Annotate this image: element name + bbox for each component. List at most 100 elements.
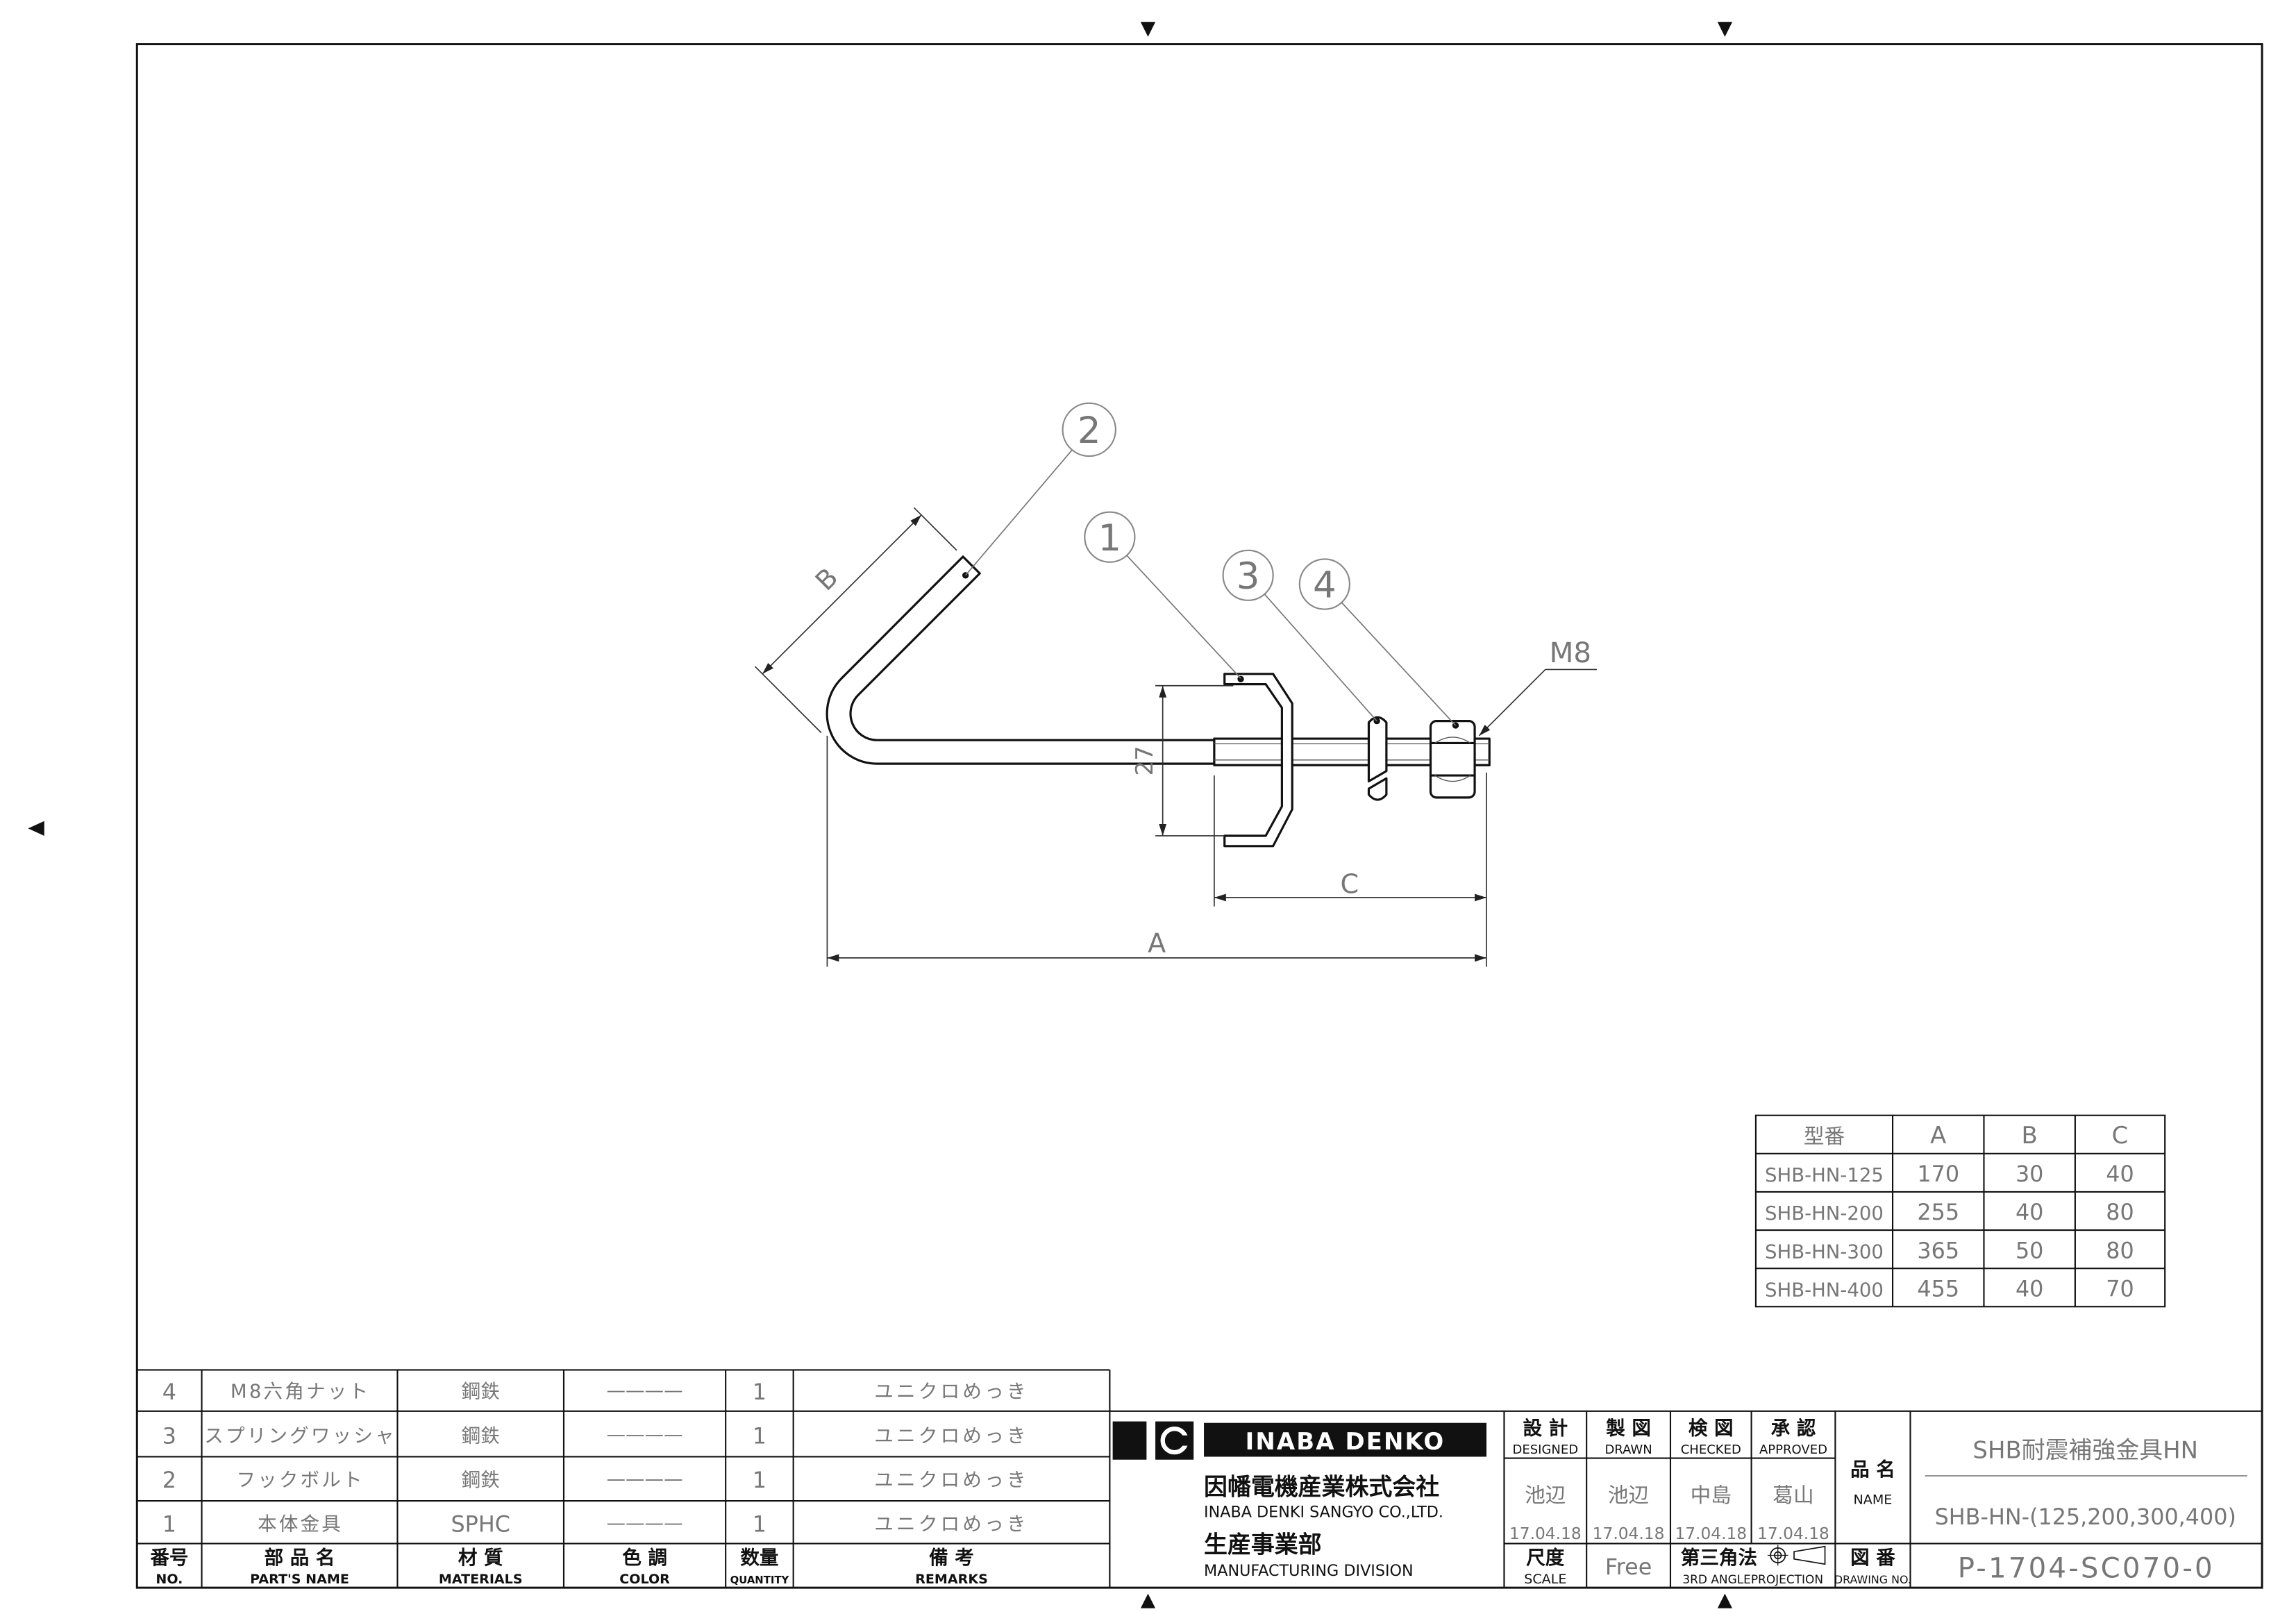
product-models: SHB-HN-(125,200,300,400) (1935, 1504, 2236, 1530)
part-material: SPHC (451, 1512, 510, 1538)
part-quantity: 1 (753, 1379, 766, 1405)
thread-size-leader (1478, 668, 1546, 737)
balloon-4-label: 4 (1313, 564, 1336, 607)
scale-label-en: SCALE (1524, 1572, 1566, 1587)
size-table-cell: 255 (1917, 1200, 1959, 1225)
brand-bar (1204, 1422, 1487, 1457)
part-drawing: 1 2 3 4 M8 27 (754, 402, 1598, 967)
brand-name: INABA DENKO (1246, 1428, 1446, 1455)
division-name-en: MANUFACTURING DIVISION (1204, 1562, 1414, 1580)
name-label-en: NAME (1854, 1492, 1893, 1507)
size-table-cell: 40 (2106, 1161, 2134, 1187)
size-table-cell: 365 (1917, 1238, 1959, 1263)
centering-mark-top-right (1717, 22, 1733, 37)
approval-designed-name: 池辺 (1525, 1483, 1566, 1507)
company-name-en: INABA DENKI SANGYO CO.,LTD. (1204, 1503, 1443, 1521)
approval-checked-name: 中島 (1691, 1483, 1732, 1507)
company-logo-gap (1175, 1435, 1189, 1446)
balloon-3-circle (1222, 549, 1274, 601)
approval-drawn-label-ja: 製 図 (1606, 1418, 1651, 1440)
balloon-2-leader (965, 449, 1073, 576)
approval-drawn-name: 池辺 (1608, 1483, 1649, 1507)
balloon-4-leader (1341, 602, 1457, 726)
part-color: ———— (606, 1468, 682, 1489)
approval-designed-date: 17.04.18 (1509, 1524, 1582, 1543)
balloon-2-label: 2 (1078, 410, 1101, 452)
part-name: 本体金具 (258, 1513, 343, 1535)
part-name: スプリングワッシャ (204, 1424, 396, 1447)
dimension-b: B (754, 507, 957, 734)
balloon-1-label: 1 (1098, 517, 1122, 560)
scale-value: Free (1605, 1554, 1652, 1580)
parts-header-material-en: MATERIALS (439, 1572, 523, 1587)
parts-header-quantity-en: QUANTITY (730, 1574, 789, 1586)
parts-header-quantity-ja: 数量 (740, 1547, 778, 1569)
balloon-1: 1 (1084, 511, 1241, 679)
centering-mark-left (28, 821, 44, 836)
size-table-header-b: B (2022, 1122, 2038, 1149)
size-table-cell: 50 (2016, 1238, 2043, 1263)
dimension-b-label: B (810, 562, 844, 597)
parts-header-name-en: PART'S NAME (250, 1572, 349, 1587)
product-name: SHB耐震補強金具HN (1972, 1437, 2198, 1464)
parts-header-no-ja: 番号 (150, 1547, 188, 1569)
part-material: 鋼鉄 (462, 1469, 500, 1491)
balloon-3-leader (1264, 594, 1377, 722)
balloon-2: 2 (965, 402, 1116, 576)
size-table-cell: 455 (1917, 1276, 1959, 1302)
dimension-a-label: A (1148, 927, 1166, 958)
projection-label-ja: 第三角法 (1681, 1547, 1757, 1569)
parts-list: 4 M8六角ナット 鋼鉄 ———— 1 ユニクロめっき 3 スプリングワッシャ … (137, 1369, 2263, 1588)
title-block: INABA DENKO 因幡電機産業株式会社 INABA DENKI SANGY… (1112, 1411, 2263, 1588)
spring-washer (1367, 716, 1388, 801)
part-no: 1 (162, 1512, 176, 1538)
size-table: 型番 A B C SHB-HN-125 170 30 40 SHB-HN-200… (1754, 1114, 2166, 1308)
size-table-cell: SHB-HN-200 (1765, 1202, 1884, 1225)
part-remarks: ユニクロめっき (874, 1469, 1029, 1491)
part-remarks: ユニクロめっき (874, 1424, 1029, 1447)
drawing-no-label-ja: 図 番 (1850, 1547, 1895, 1569)
part-remarks: ユニクロめっき (874, 1513, 1029, 1535)
parts-header-material-ja: 材 質 (458, 1547, 503, 1569)
approval-approved-label-ja: 承 認 (1771, 1418, 1816, 1440)
balloon-4-circle (1298, 558, 1350, 610)
part-quantity: 1 (753, 1423, 766, 1449)
size-table-cell: 40 (2016, 1200, 2043, 1225)
approval-checked-label-ja: 検 図 (1689, 1418, 1734, 1440)
parts-header-color-ja: 色 調 (622, 1547, 667, 1569)
size-table-header-c: C (2112, 1122, 2129, 1149)
dimension-c: C (1214, 772, 1487, 967)
parts-header-remarks-en: REMARKS (915, 1572, 988, 1587)
part-material: 鋼鉄 (462, 1424, 500, 1447)
approval-approved-name: 葛山 (1773, 1483, 1813, 1507)
drawing-no-value: P-1704-SC070-0 (1958, 1552, 2215, 1584)
part-color: ———— (606, 1380, 682, 1401)
spring-washer-upper (1367, 716, 1388, 783)
part-no: 4 (162, 1379, 176, 1405)
hook-bolt (826, 555, 1214, 765)
approval-approved-label-en: APPROVED (1759, 1443, 1827, 1457)
part-color: ———— (606, 1424, 682, 1445)
parts-header-no-en: NO. (156, 1572, 183, 1587)
hex-nut-chamfer-top (1434, 737, 1471, 743)
projection-label-en: 3RD ANGLEPROJECTION (1682, 1572, 1823, 1586)
dimension-b-line (762, 514, 922, 675)
size-table-cell: SHB-HN-400 (1765, 1279, 1884, 1301)
scale-label-ja: 尺度 (1526, 1547, 1565, 1569)
part-remarks: ユニクロめっき (874, 1381, 1029, 1403)
centering-marks (28, 22, 1733, 1608)
size-table-border (1754, 1114, 2166, 1308)
third-angle-projection-icon (1767, 1545, 1826, 1566)
size-table-header-model: 型番 (1804, 1124, 1845, 1148)
thread-size-callout: M8 (1478, 637, 1598, 737)
balloon-1-leader (1126, 555, 1241, 679)
size-table-cell: SHB-HN-125 (1765, 1164, 1884, 1186)
part-quantity: 1 (753, 1468, 766, 1493)
projection-icon-cone (1793, 1545, 1826, 1565)
size-table-cell: 40 (2016, 1276, 2043, 1302)
centering-mark-bottom-right (1717, 1593, 1733, 1608)
main-bracket-marker-dot (1237, 675, 1244, 682)
approval-designed-label-en: DESIGNED (1512, 1443, 1578, 1457)
part-color: ———— (606, 1512, 682, 1533)
size-table-cell: 170 (1917, 1161, 1959, 1187)
